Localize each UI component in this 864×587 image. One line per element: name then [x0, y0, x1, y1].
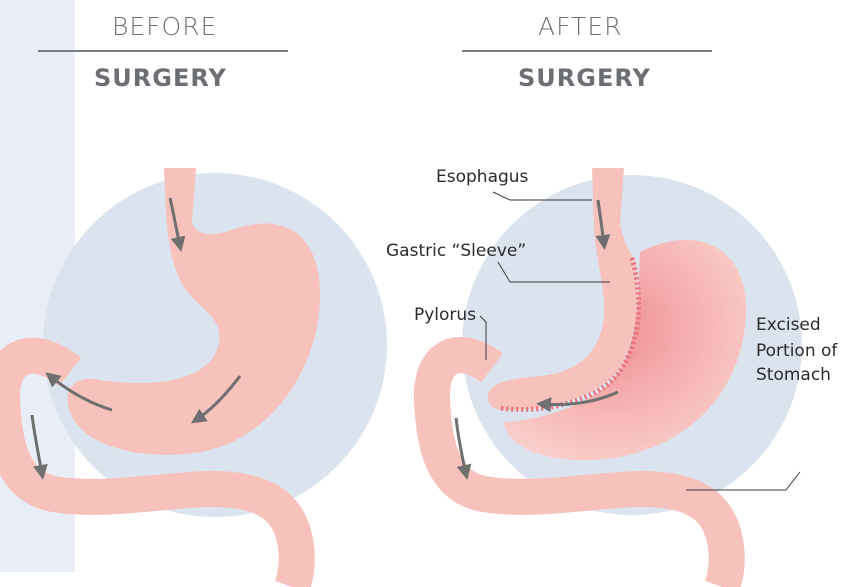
before-background-circle	[43, 173, 387, 517]
label-excised-line3: Stomach	[756, 364, 831, 386]
label-gastric-sleeve: Gastric “Sleeve”	[386, 240, 526, 262]
before-heading: BEFORE	[112, 12, 217, 41]
after-heading: AFTER	[538, 12, 622, 41]
before-subheading: SURGERY	[94, 64, 227, 92]
after-divider	[462, 50, 712, 52]
label-excised-line1: Excised	[756, 314, 821, 336]
label-esophagus: Esophagus	[436, 166, 528, 188]
before-divider	[38, 50, 288, 52]
after-subheading: SURGERY	[518, 64, 651, 92]
label-pylorus: Pylorus	[414, 304, 476, 326]
label-excised-line2: Portion of	[756, 340, 837, 362]
